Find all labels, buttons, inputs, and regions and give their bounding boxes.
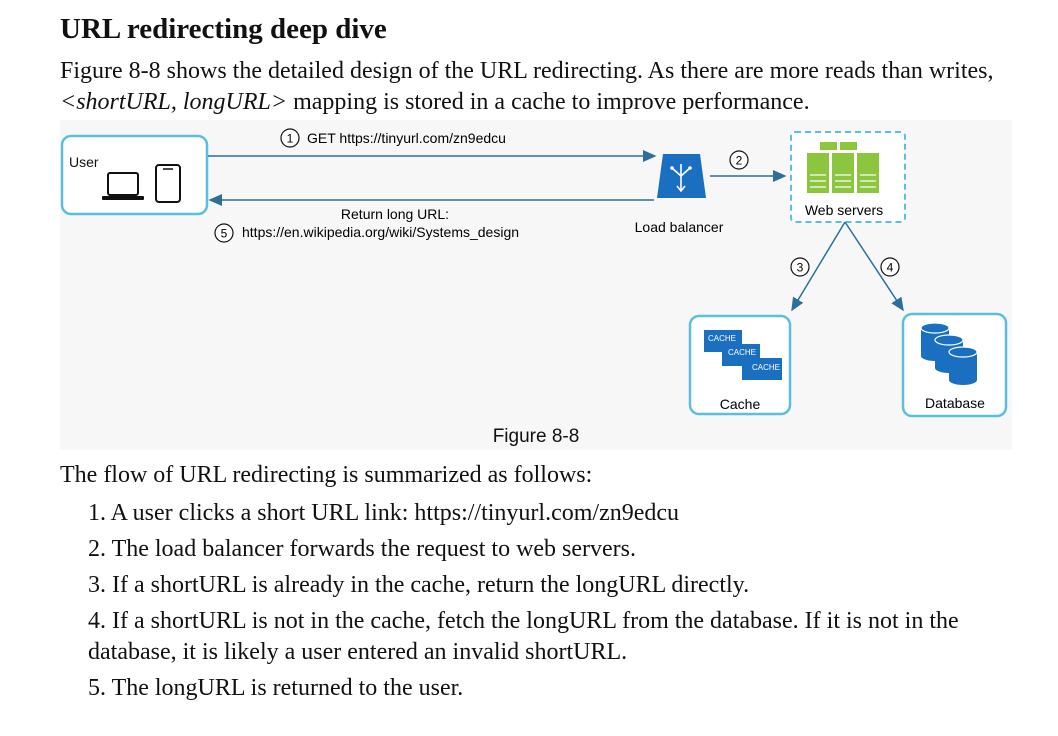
laptop-icon: [102, 172, 144, 200]
figure-8-8-diagram: User 1 GET https://tinyurl.com/zn9edcu R…: [60, 120, 1012, 450]
diagram-canvas: User 1 GET https://tinyurl.com/zn9edcu R…: [60, 128, 1008, 418]
section-heading: URL redirecting deep dive: [60, 13, 387, 45]
steps-list: 1. A user clicks a short URL link: https…: [88, 498, 1018, 709]
list-item: 4. If a shortURL is not in the cache, fe…: [88, 608, 959, 665]
step-4-number: 4: [887, 261, 894, 275]
user-label: User: [69, 154, 99, 170]
cache-icon: [742, 358, 782, 380]
database-label: Database: [925, 395, 985, 411]
step-2-badge: [729, 150, 749, 170]
list-item: 1. A user clicks a short URL link: https…: [88, 500, 680, 526]
user-box: User: [60, 134, 209, 216]
figure-caption: Figure 8-8: [492, 426, 580, 447]
web-to-cache-arrow: [791, 221, 846, 312]
server-icon: [857, 153, 879, 193]
return-label: Return long URL:: [341, 206, 449, 222]
web-servers-box: Web servers: [790, 131, 906, 223]
phone-icon: [155, 164, 181, 203]
intro-mapping-italic: <shortURL, longURL>: [60, 89, 288, 115]
cache-icon-text: CACHE: [708, 334, 736, 343]
step-5-number: 5: [221, 227, 228, 241]
cache-icon-text: CACHE: [752, 363, 780, 372]
cache-label: Cache: [720, 396, 761, 412]
step-1-label: GET https://tinyurl.com/zn9edcu: [307, 130, 506, 146]
database-box: Database: [901, 312, 1008, 418]
step-1-number: 1: [287, 132, 294, 146]
summary-intro: The flow of URL redirecting is summarize…: [60, 462, 593, 488]
step-3-badge: [790, 257, 810, 277]
cache-icon-text: CACHE: [728, 348, 756, 357]
list-item: 3. If a shortURL is already in the cache…: [88, 572, 750, 598]
return-url: https://en.wikipedia.org/wiki/Systems_de…: [242, 224, 519, 240]
list-item: 2. The load balancer forwards the reques…: [88, 536, 637, 562]
step-3-number: 3: [797, 261, 804, 275]
step-1-badge: [280, 128, 300, 148]
intro-text-start: Figure 8-8 shows the detailed design of …: [60, 58, 994, 84]
step-2-number: 2: [736, 154, 743, 168]
intro-paragraph: Figure 8-8 shows the detailed design of …: [60, 56, 1020, 118]
list-item: 5. The longURL is returned to the user.: [88, 675, 464, 701]
server-icon: [832, 153, 854, 193]
step-4-badge: [880, 257, 900, 277]
web-servers-label: Web servers: [805, 202, 883, 218]
database-icon: [920, 322, 978, 385]
load-balancer-label: Load balancer: [635, 219, 724, 235]
step-5-badge: [214, 223, 234, 243]
cache-box: CACHE CACHE CACHE Cache: [688, 314, 792, 416]
load-balancer-icon: [657, 154, 706, 198]
server-icon: [807, 153, 829, 193]
web-to-database-arrow: [844, 221, 904, 312]
intro-text-end: mapping is stored in a cache to improve …: [287, 89, 810, 115]
